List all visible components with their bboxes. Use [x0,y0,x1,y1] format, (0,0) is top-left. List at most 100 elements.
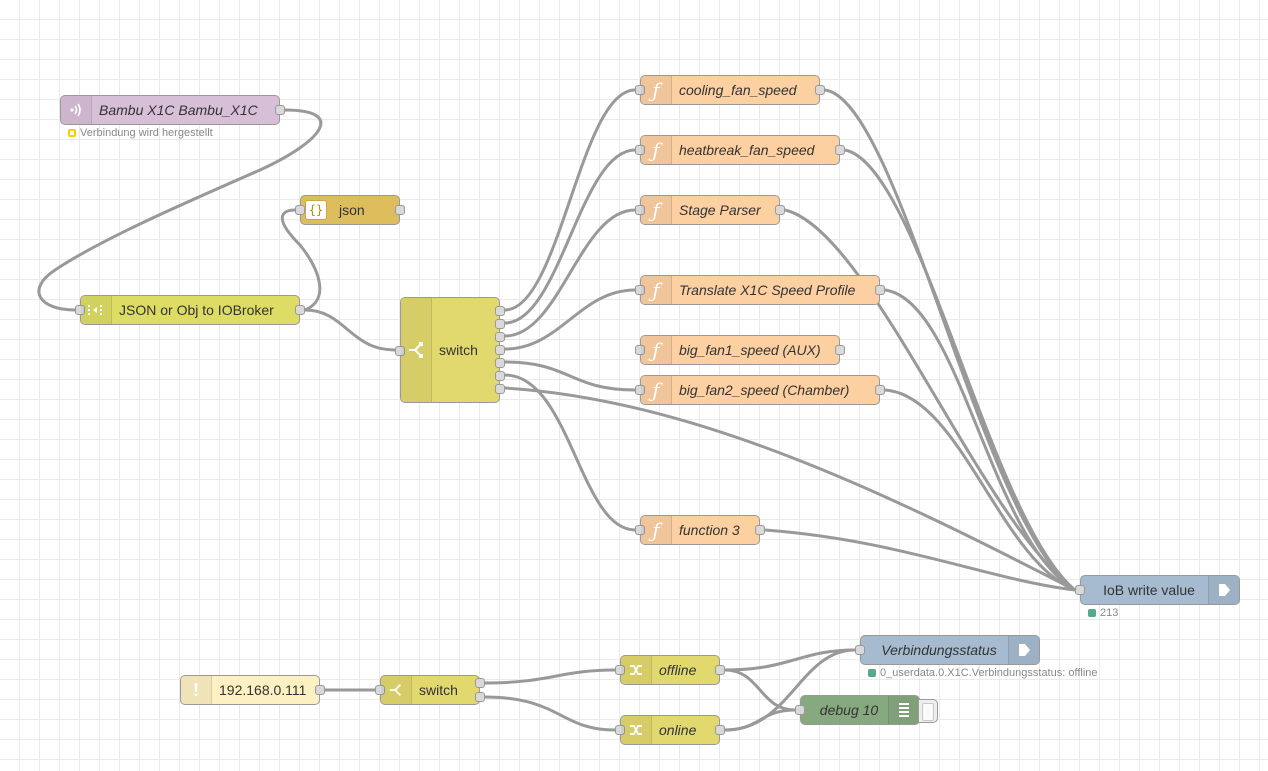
function-f-icon: ƒ [641,76,672,104]
function-f-icon: ƒ [641,276,672,304]
node-label: online [659,722,697,738]
input-port[interactable] [375,685,385,695]
node-label: Bambu X1C Bambu_X1C [99,102,258,118]
iob-write-node[interactable]: IoB write value [1075,575,1240,605]
input-port[interactable] [635,285,645,295]
wire-cooling-iob [824,88,1076,592]
input-port[interactable] [295,205,305,215]
change-online-node[interactable]: online [615,715,725,745]
debug-10-node[interactable]: debug 10 [795,695,920,725]
output-port-2[interactable] [475,692,485,702]
wire-sw-iob [504,386,1076,592]
output-port-7[interactable] [495,384,505,394]
output-port[interactable] [715,725,725,735]
function-f-icon: ƒ [641,336,672,364]
node-label: big_fan2_speed (Chamber) [679,382,850,398]
arrow-right-icon [1208,576,1239,604]
mqtt-in-node[interactable]: Bambu X1C Bambu_X1C [60,95,285,125]
node-label: Translate X1C Speed Profile [679,282,856,298]
verbindungsstatus-node[interactable]: Verbindungsstatus [855,635,1040,665]
node-label: offline [659,662,697,678]
output-port[interactable] [715,665,725,675]
wire-sw-cooling [504,88,636,312]
node-label: big_fan1_speed (AUX) [679,342,821,358]
function-bigfan2-node[interactable]: ƒ big_fan2_speed (Chamber) [635,375,885,405]
input-port[interactable] [635,145,645,155]
function-f-icon: ƒ [641,376,672,404]
output-port-5[interactable] [495,358,505,368]
wire-sw-bigfan2 [504,360,636,392]
iobroker-node[interactable]: JSON or Obj to IOBroker [75,295,305,325]
wire-offline-debug [724,668,796,712]
output-port[interactable] [875,385,885,395]
input-port[interactable] [635,385,645,395]
output-port-1[interactable] [495,306,505,316]
switch-small-node[interactable]: switch [375,675,485,705]
input-port[interactable] [635,85,645,95]
debug-toggle-button[interactable] [918,699,938,723]
json-node[interactable]: {} json [295,195,405,225]
wire-heatbreak-iob [844,148,1076,592]
wire-mqtt-to-iobroker [37,108,323,312]
node-label: json [339,202,365,218]
switch-main-node[interactable]: switch [395,297,505,403]
output-port[interactable] [275,105,285,115]
node-label: function 3 [679,522,740,538]
wire-function3-iob [764,528,1076,592]
status-text: 213 [1100,607,1119,619]
exclamation-icon: ! [181,676,212,704]
wire-offline-status [724,648,856,672]
wire-sw-function3 [504,373,636,532]
mqtt-status: Verbindung wird hergestellt [68,127,213,139]
output-port[interactable] [755,525,765,535]
input-port[interactable] [855,645,865,655]
output-port-4[interactable] [495,345,505,355]
split-icon [81,296,112,324]
function-3-node[interactable]: ƒ function 3 [635,515,765,545]
function-cooling-node[interactable]: ƒ cooling_fan_speed [635,75,825,105]
inject-ip-node[interactable]: ! 192.168.0.111 [180,675,325,705]
wire-switch-online [484,695,616,732]
output-port[interactable] [835,345,845,355]
node-label: JSON or Obj to IOBroker [119,302,274,318]
input-port[interactable] [635,345,645,355]
input-port[interactable] [615,665,625,675]
status-text: Verbindung wird hergestellt [80,127,213,139]
input-port[interactable] [615,725,625,735]
input-port[interactable] [635,525,645,535]
wire-sw-stage [504,208,636,338]
node-label: switch [439,342,478,358]
output-port-2[interactable] [495,319,505,329]
node-label: cooling_fan_speed [679,82,797,98]
wire-translate-iob [884,288,1076,592]
function-f-icon: ƒ [641,516,672,544]
output-port-6[interactable] [495,371,505,381]
wire-switch-offline [484,668,616,685]
input-port[interactable] [635,205,645,215]
wire-sw-translate [504,288,636,351]
function-translate-node[interactable]: ƒ Translate X1C Speed Profile [635,275,885,305]
output-port[interactable] [295,305,305,315]
output-port[interactable] [835,145,845,155]
function-stage-node[interactable]: ƒ Stage Parser [635,195,785,225]
shuffle-icon [621,656,652,684]
status-dot-icon [868,669,876,677]
output-port[interactable] [395,205,405,215]
output-port-1[interactable] [475,678,485,688]
function-heatbreak-node[interactable]: ƒ heatbreak_fan_speed [635,135,845,165]
change-offline-node[interactable]: offline [615,655,725,685]
output-port-3[interactable] [495,332,505,342]
output-port[interactable] [815,85,825,95]
input-port[interactable] [1075,585,1085,595]
output-port[interactable] [315,685,325,695]
list-icon [888,696,919,724]
input-port[interactable] [395,346,405,356]
arrow-right-icon [1008,636,1039,664]
input-port[interactable] [795,705,805,715]
function-bigfan1-node[interactable]: ƒ big_fan1_speed (AUX) [635,335,845,365]
wire-sw-heatbreak [504,148,636,325]
input-port[interactable] [75,305,85,315]
node-label: switch [419,682,458,698]
output-port[interactable] [875,285,885,295]
output-port[interactable] [775,205,785,215]
